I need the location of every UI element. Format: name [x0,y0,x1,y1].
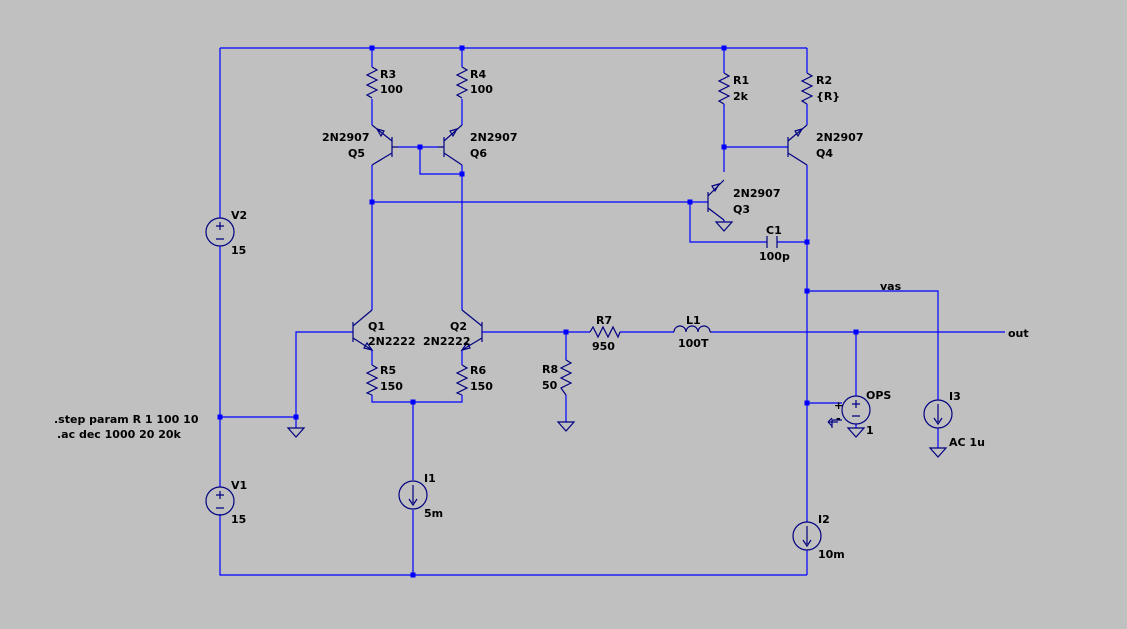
ac-directive[interactable]: .ac dec 1000 20 20k [57,428,182,441]
transistor-q2[interactable]: Q2 2N2222 [423,309,483,351]
resistor-r8[interactable]: R8 50 [542,359,573,396]
svg-text:15: 15 [231,513,246,526]
svg-text:100T: 100T [678,337,709,350]
resistor-r1[interactable]: R1 2k [717,72,749,105]
resistor-r5[interactable]: R5 150 [365,364,403,396]
transistor-q6[interactable]: 2N2907 Q6 [438,124,517,166]
svg-text:R6: R6 [470,364,486,377]
capacitor-c1[interactable]: C1 100p [759,224,790,263]
voltage-source-v2[interactable]: V2 15 [205,209,247,257]
resistor-r7[interactable]: R7 950 [589,314,621,353]
svg-text:Q5: Q5 [348,147,365,160]
svg-text:Q6: Q6 [470,147,487,160]
transistor-q1[interactable]: Q1 2N2222 [352,309,415,351]
current-source-i1[interactable]: I1 5m [398,472,443,520]
svg-text:V2: V2 [231,209,247,222]
net-label-vas: vas [880,280,902,293]
svg-text:C1: C1 [766,224,782,237]
svg-text:V1: V1 [231,479,247,492]
net-label-out: out [1008,327,1029,340]
svg-text:150: 150 [470,380,493,393]
svg-text:2k: 2k [733,90,749,103]
svg-text:AC 1u: AC 1u [949,436,985,449]
svg-text:R5: R5 [380,364,396,377]
svg-text:Q4: Q4 [816,147,833,160]
svg-text:10m: 10m [818,548,845,561]
svg-text:2N2222: 2N2222 [423,335,470,348]
svg-text:R4: R4 [470,68,486,81]
dependent-source-ops[interactable]: + - OPS 1 [827,389,891,437]
svg-text:L1: L1 [686,314,701,327]
svg-text:2N2907: 2N2907 [733,187,780,200]
svg-text:Q2: Q2 [450,320,467,333]
svg-text:100p: 100p [759,250,790,263]
resistor-r2[interactable]: R2 {R} [800,72,840,105]
svg-text:950: 950 [592,340,615,353]
resistor-r3[interactable]: R3 100 [365,66,403,99]
svg-text:2N2907: 2N2907 [816,131,863,144]
resistor-r4[interactable]: R4 100 [455,66,493,99]
svg-text:R7: R7 [596,314,612,327]
svg-text:2N2907: 2N2907 [470,131,517,144]
svg-text:I1: I1 [424,472,436,485]
inductor-l1[interactable]: L1 100T [673,314,712,350]
svg-text:R8: R8 [542,363,558,376]
svg-text:5m: 5m [424,507,443,520]
svg-text:2N2907: 2N2907 [322,131,369,144]
svg-text:{R}: {R} [816,90,840,103]
svg-text:15: 15 [231,244,246,257]
svg-text:I3: I3 [949,390,961,403]
junction-dots [217,45,859,578]
svg-text:50: 50 [542,379,558,392]
transistor-q5[interactable]: 2N2907 Q5 [322,124,398,166]
svg-text:100: 100 [470,83,493,96]
step-directive[interactable]: .step param R 1 100 10 [54,413,199,426]
transistor-q3[interactable]: 2N2907 Q3 [707,179,780,221]
svg-text:R2: R2 [816,74,832,87]
resistor-r6[interactable]: R6 150 [455,364,493,396]
svg-text:OPS: OPS [866,389,891,402]
svg-text:+: + [834,399,843,412]
svg-text:150: 150 [380,380,403,393]
ground-symbols [286,221,948,458]
svg-text:Q3: Q3 [733,203,750,216]
svg-text:1: 1 [866,424,874,437]
current-source-i2[interactable]: I2 10m [792,513,845,561]
svg-text:R1: R1 [733,74,749,87]
voltage-source-v1[interactable]: V1 15 [205,479,247,526]
transistor-q4[interactable]: 2N2907 Q4 [787,124,863,166]
svg-text:R3: R3 [380,68,396,81]
svg-text:-: - [836,412,841,425]
svg-text:Q1: Q1 [368,320,385,333]
svg-text:100: 100 [380,83,403,96]
svg-text:I2: I2 [818,513,830,526]
svg-text:2N2222: 2N2222 [368,335,415,348]
current-source-i3[interactable]: I3 AC 1u [923,390,985,449]
wires [219,47,1005,576]
